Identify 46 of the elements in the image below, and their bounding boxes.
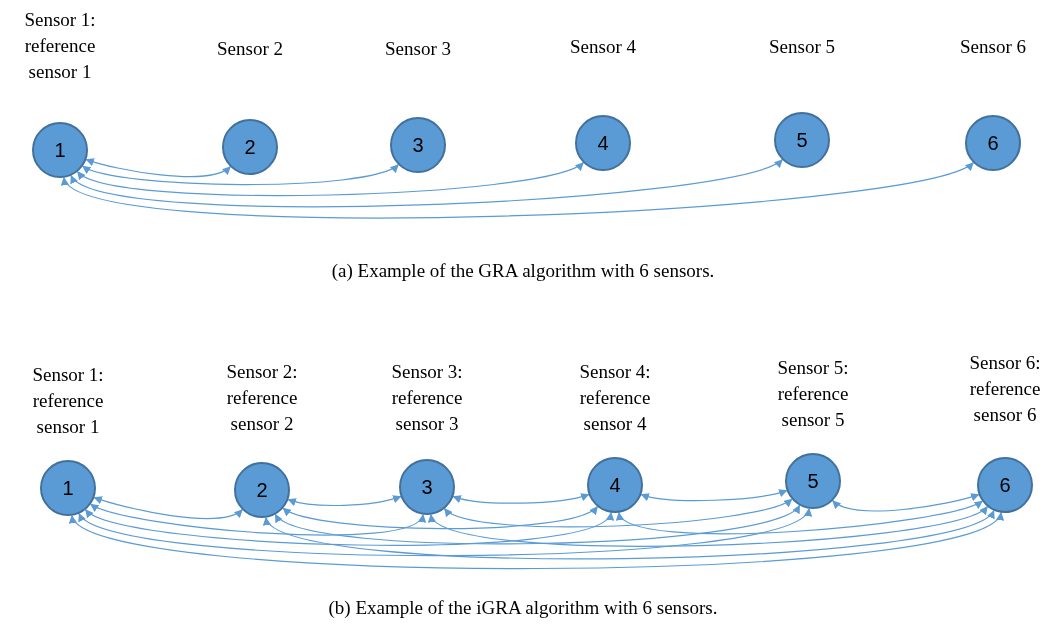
double-headed-arrow <box>443 498 793 528</box>
double-headed-arrow <box>832 492 980 512</box>
double-headed-arrow <box>71 512 1002 570</box>
double-headed-arrow <box>84 509 612 546</box>
sensor-circle: 1 <box>32 122 88 178</box>
sensor-label: Sensor 4: reference sensor 4 <box>578 360 652 436</box>
double-headed-arrow <box>640 488 788 502</box>
double-headed-arrow <box>85 157 231 178</box>
sensor-label: Sensor 3: reference sensor 3 <box>390 360 464 436</box>
sensor-circle: 5 <box>774 112 830 168</box>
sensor-label: Sensor 5: reference sensor 5 <box>776 356 850 432</box>
double-headed-arrow <box>78 508 810 557</box>
sensor-label: Sensor 3 <box>384 37 452 61</box>
double-headed-arrow <box>93 496 243 519</box>
sensor-circle: 2 <box>234 462 290 518</box>
double-headed-arrow <box>70 159 783 208</box>
sensor-label: Sensor 4 <box>569 35 637 59</box>
double-headed-arrow <box>76 162 584 197</box>
caption: (a) Example of the GRA algorithm with 6 sensors. <box>331 260 715 281</box>
sensor-circle: 3 <box>399 459 455 515</box>
double-headed-arrow <box>452 492 590 504</box>
sensor-circle: 1 <box>40 460 96 516</box>
double-headed-arrow <box>287 494 402 507</box>
double-headed-arrow <box>265 510 995 560</box>
double-headed-arrow <box>82 164 399 186</box>
sensor-circle: 3 <box>390 117 446 173</box>
caption: (b) Example of the iGRA algorithm with 6 sensors. <box>328 597 718 618</box>
sensor-label: Sensor 2: reference sensor 2 <box>225 360 299 436</box>
sensor-circle: 6 <box>965 115 1021 171</box>
double-headed-arrow <box>90 503 424 536</box>
sensor-label: Sensor 6: reference sensor 6 <box>968 351 1042 427</box>
double-headed-arrow <box>430 506 989 547</box>
sensor-label: Sensor 6 <box>959 35 1027 59</box>
sensor-label: Sensor 5 <box>768 35 836 59</box>
sensor-circle: 6 <box>977 457 1033 513</box>
double-headed-arrow <box>618 500 983 535</box>
double-headed-arrow <box>282 506 599 530</box>
sensor-circle: 2 <box>222 119 278 175</box>
sensor-label: Sensor 1: reference sensor 1 <box>23 8 97 84</box>
double-headed-arrow <box>274 504 801 545</box>
sensor-circle: 4 <box>575 115 631 171</box>
sensor-label: Sensor 2 <box>216 37 284 61</box>
sensor-circle: 4 <box>587 457 643 513</box>
sensor-circle: 5 <box>785 453 841 509</box>
double-headed-arrow <box>63 161 974 219</box>
sensor-label: Sensor 1: reference sensor 1 <box>31 363 105 439</box>
